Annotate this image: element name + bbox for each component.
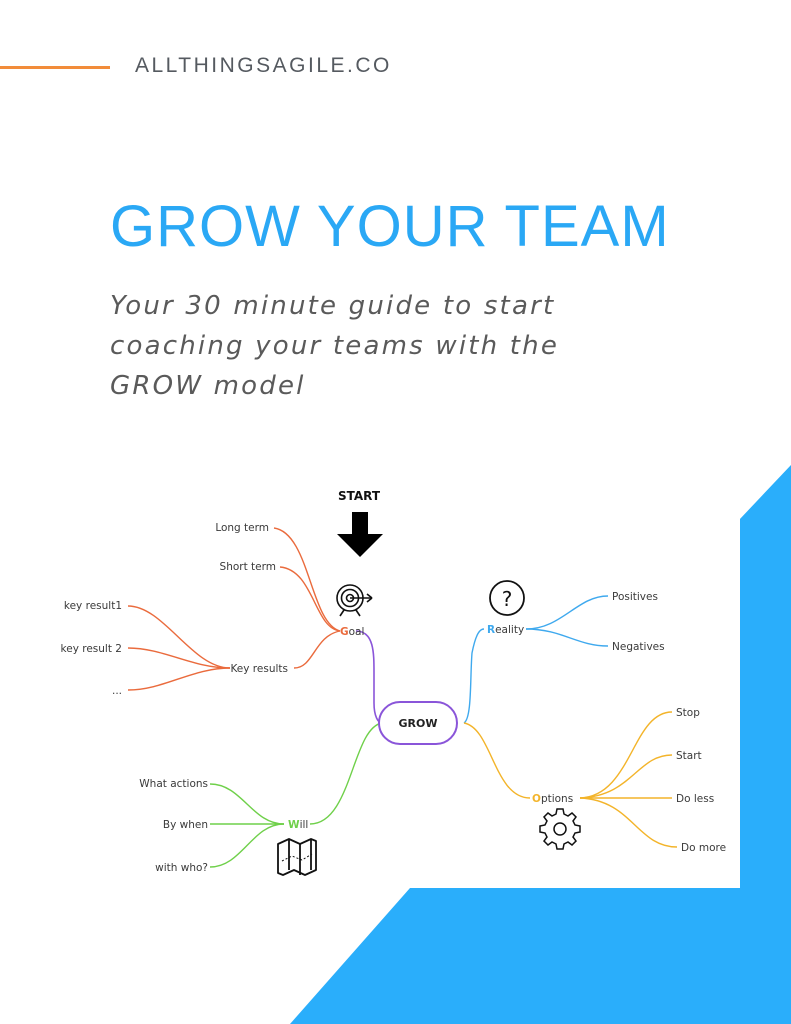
reality-branches [463, 595, 609, 724]
will-branches [209, 722, 383, 868]
will-rest: ill [300, 819, 309, 831]
will-label: Will [288, 819, 308, 831]
will-branch-with-who: with who? [155, 862, 208, 874]
key-result-more: ... [112, 685, 122, 697]
grow-mindmap: START GROW Goal [52, 478, 740, 888]
goal-label: Goal [340, 626, 364, 638]
options-branch-do-more: Do more [681, 842, 726, 854]
options-label: Options [532, 793, 573, 805]
page-title: GROW YOUR TEAM [110, 194, 670, 259]
goal-initial: G [340, 626, 349, 638]
options-branches [463, 711, 678, 848]
options-initial: O [532, 793, 541, 805]
accent-line [0, 66, 110, 69]
page-subtitle: Your 30 minute guide to start coaching y… [110, 291, 560, 401]
key-result-2: key result 2 [61, 643, 122, 655]
reality-initial: R [487, 624, 495, 636]
center-label: GROW [399, 717, 438, 730]
goal-branch-short-term: Short term [220, 561, 276, 573]
goal-branch-key-results: Key results [230, 663, 288, 675]
options-branch-do-less: Do less [676, 793, 714, 805]
reality-label: Reality [487, 624, 524, 636]
options-rest: ptions [541, 793, 573, 805]
center-node [378, 701, 458, 745]
target-icon [336, 584, 373, 617]
key-result-1: key result1 [64, 600, 122, 612]
will-initial: W [288, 819, 300, 831]
map-icon [277, 838, 317, 876]
reality-branch-negatives: Negatives [612, 641, 665, 653]
gear-icon [539, 808, 581, 850]
will-branch-what-actions: What actions [139, 778, 208, 790]
goal-rest: oal [349, 626, 365, 638]
reality-branch-positives: Positives [612, 591, 658, 603]
reality-rest: eality [495, 624, 524, 636]
down-arrow-icon [337, 512, 383, 557]
question-mark-icon: ? [489, 580, 525, 616]
options-branch-start: Start [676, 750, 702, 762]
goal-branches [127, 527, 341, 691]
start-label: START [338, 489, 381, 503]
svg-text:?: ? [502, 587, 513, 611]
brand-name: ALLTHINGSAGILE.CO [135, 54, 392, 77]
options-branch-stop: Stop [676, 707, 700, 719]
goal-branch-long-term: Long term [215, 522, 269, 534]
will-branch-by-when: By when [163, 819, 208, 831]
